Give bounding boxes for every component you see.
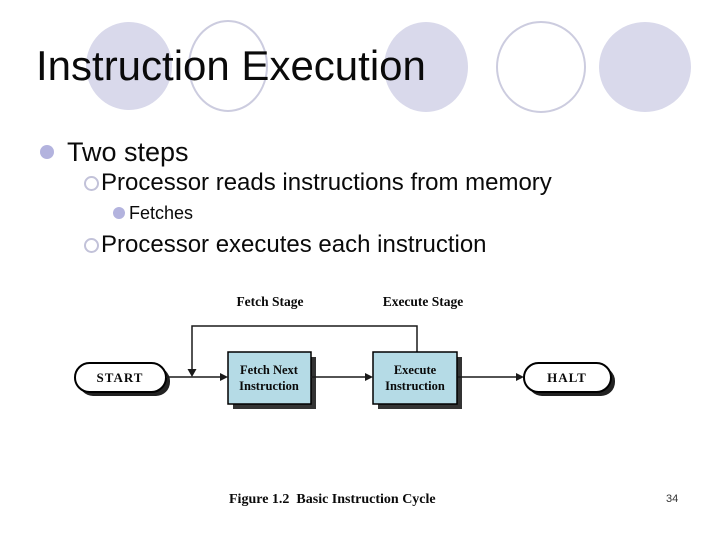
execute-box	[372, 351, 458, 405]
decor-ellipse-outline-2	[496, 21, 586, 113]
arrowhead-icon	[365, 373, 373, 381]
decor-ellipse-filled-2	[384, 22, 468, 112]
filled-bullet-icon	[40, 145, 54, 159]
execute-stage-label: Execute Stage	[383, 294, 464, 309]
halt-node	[523, 362, 612, 393]
start-node-label: START	[97, 370, 144, 385]
arrowhead-icon	[220, 373, 228, 381]
fetch-box-label-line1: Fetch Next	[240, 363, 299, 377]
fetch-stage-label: Fetch Stage	[236, 294, 303, 309]
decor-ellipse-filled-1	[86, 22, 172, 110]
bullet-item-level2: Processor reads instructions from memory	[84, 169, 552, 197]
feedback-arrowhead-icon	[187, 369, 197, 377]
arrowhead-icon	[516, 373, 524, 381]
fetch-box-label-line2: Instruction	[239, 379, 299, 393]
fetch-box	[227, 351, 312, 405]
bullet-text: Processor executes each instruction	[101, 231, 487, 258]
decor-ellipse-filled-3	[599, 22, 691, 112]
bullet-text: Processor reads instructions from memory	[101, 169, 552, 196]
filled-bullet-icon	[113, 207, 125, 219]
halt-node-label: HALT	[547, 370, 587, 385]
instruction-cycle-flowchart: Fetch Stage Execute Stage START Fetch Ne…	[74, 294, 615, 409]
execute-box-label-line2: Instruction	[385, 379, 445, 393]
bullet-text: Two steps	[67, 136, 189, 167]
slide-title: Instruction Execution	[36, 42, 426, 89]
bullet-item-level2: Processor executes each instruction	[84, 231, 487, 259]
bullet-text: Fetches	[129, 203, 194, 223]
feedback-loop-line	[191, 325, 418, 370]
hollow-bullet-icon	[84, 175, 99, 191]
hollow-bullet-icon	[84, 237, 99, 253]
execute-box-label-line1: Execute	[394, 363, 437, 377]
bullet-item-level3: Fetches	[113, 201, 193, 225]
decor-ellipse-outline-1	[188, 20, 268, 112]
header-decoration	[86, 20, 691, 113]
page-number: 34	[666, 493, 679, 505]
bullet-item-level1: Two steps	[40, 137, 189, 167]
figure-caption: Figure 1.2 Basic Instruction Cycle	[229, 492, 436, 507]
